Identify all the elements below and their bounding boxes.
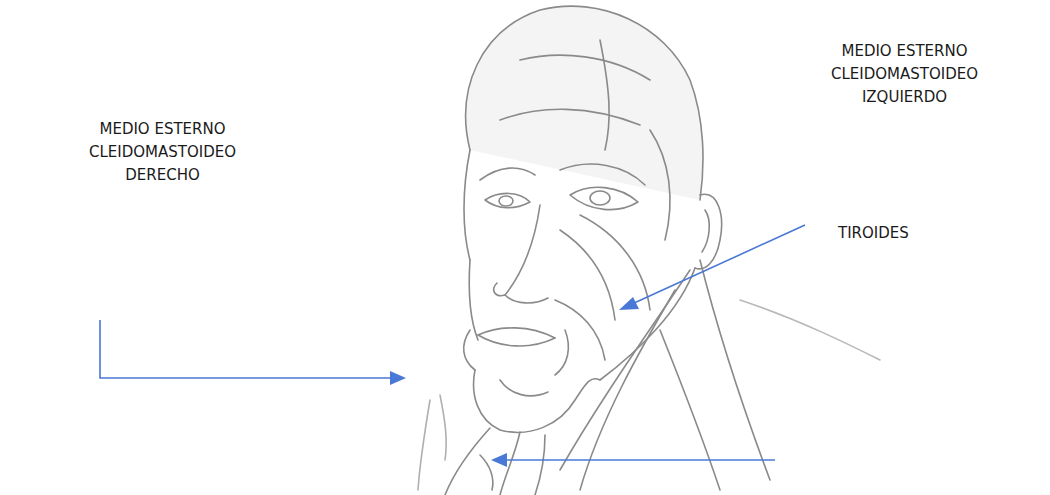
gland-label: TIROIDES (838, 222, 909, 245)
muscle-label: MEDIO ESTERNO CLEIDOMASTOIDEO DERECHO (75, 118, 250, 187)
muscle-label: MEDIO ESTERNO CLEIDOMASTOIDEO IZQUIERDO (817, 40, 992, 109)
